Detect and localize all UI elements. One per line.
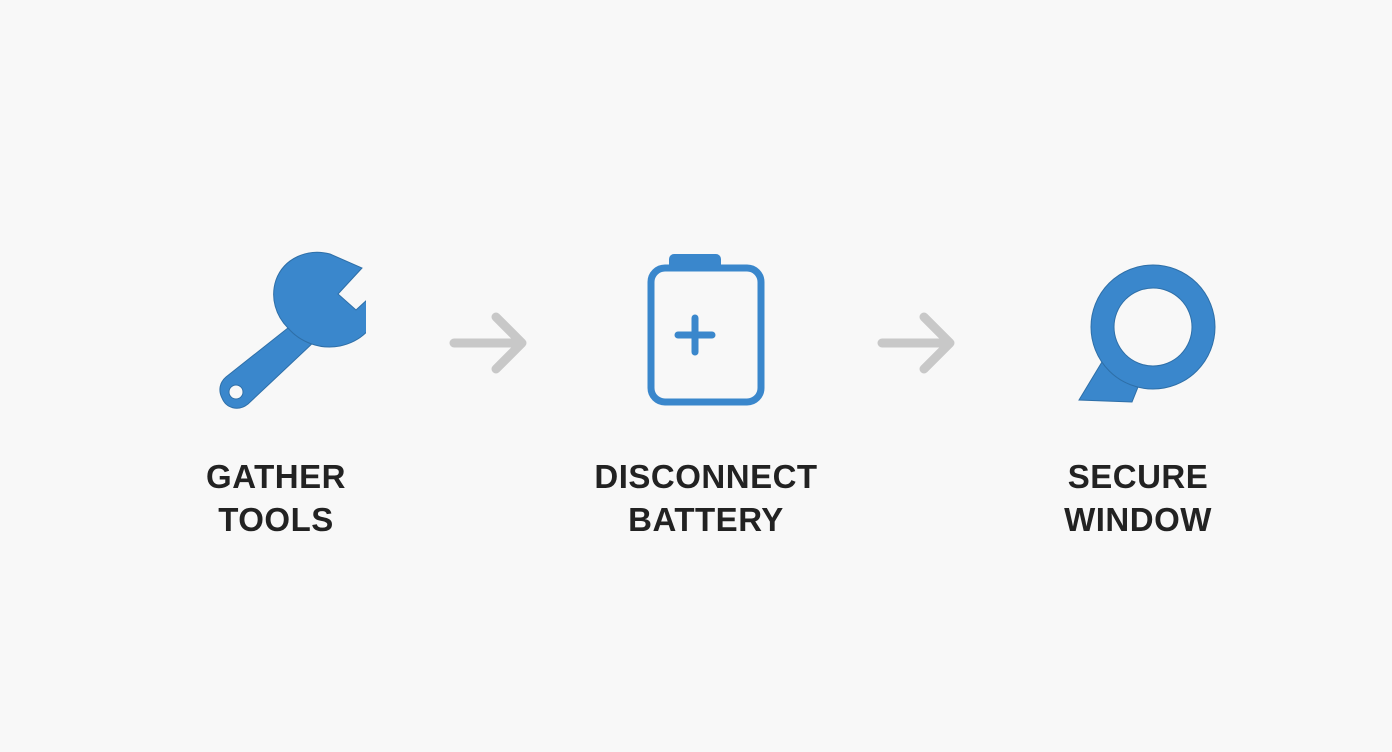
battery-icon — [616, 240, 796, 420]
step-label-line1: SECURE — [1067, 458, 1209, 495]
step-label-line1: GATHER — [206, 458, 346, 495]
step-label-line1: DISCONNECT — [594, 458, 818, 495]
step-disconnect-battery: DISCONNECT BATTERY — [556, 240, 856, 541]
arrow-right-icon — [446, 305, 530, 381]
wrench-icon — [186, 240, 366, 420]
step-secure-window: SECURE WINDOW — [988, 240, 1288, 541]
step-label: SECURE WINDOW — [1064, 455, 1212, 541]
step-label-line2: TOOLS — [218, 501, 334, 538]
step-label-line2: WINDOW — [1064, 501, 1212, 538]
magnifier-icon — [1048, 240, 1228, 420]
step-label-line2: BATTERY — [628, 501, 784, 538]
step-gather-tools: GATHER TOOLS — [126, 240, 426, 541]
arrow-right-icon — [874, 305, 958, 381]
step-label: DISCONNECT BATTERY — [594, 455, 817, 541]
step-label: GATHER TOOLS — [206, 455, 346, 541]
